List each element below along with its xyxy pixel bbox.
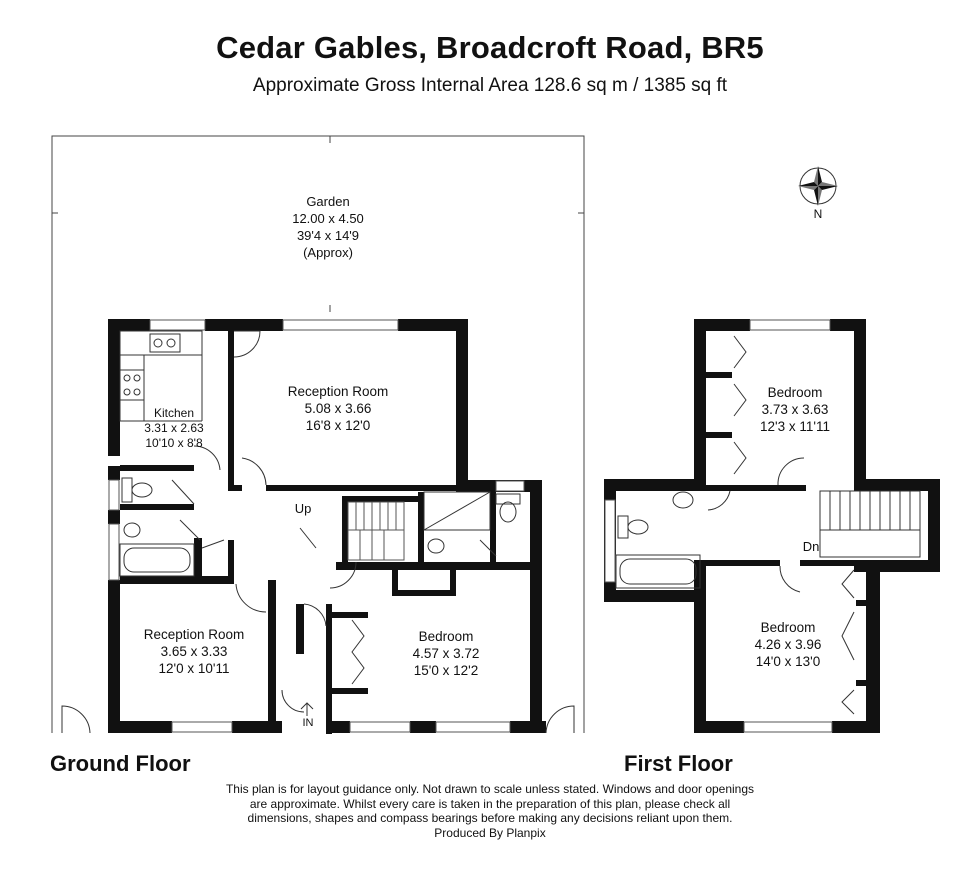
room-bedroom-ground: Bedroom 4.57 x 3.72 15'0 x 12'2	[386, 628, 506, 679]
room-kitchen: Kitchen 3.31 x 2.63 10'10 x 8'8	[120, 406, 228, 451]
room-metric: 3.65 x 3.33	[160, 644, 228, 659]
ground-floor-walls	[108, 319, 546, 734]
room-imperial: 12'0 x 10'11	[158, 661, 230, 676]
ground-floor-windows	[108, 319, 525, 733]
ground-floor-stairs	[347, 501, 405, 561]
room-metric: 4.26 x 3.96	[754, 637, 822, 652]
plan-subtitle: Approximate Gross Internal Area 128.6 sq…	[252, 75, 728, 96]
room-bedroom-first-upper: Bedroom 3.73 x 3.63 12'3 x 11'11	[740, 384, 850, 435]
room-imperial: 16'8 x 12'0	[305, 418, 371, 433]
room-note: (Approx)	[303, 245, 353, 260]
room-bedroom-first-lower: Bedroom 4.26 x 3.96 14'0 x 13'0	[728, 619, 848, 670]
disclaimer-line: dimensions, shapes and compass bearings …	[247, 811, 733, 825]
first-floor-fittings	[615, 490, 921, 589]
room-reception-lower: Reception Room 3.65 x 3.33 12'0 x 10'11	[124, 626, 264, 677]
room-metric: 4.57 x 3.72	[412, 646, 480, 661]
kitchen-fittings	[119, 330, 203, 422]
room-metric: 3.31 x 2.63	[144, 421, 204, 435]
disclaimer: This plan is for layout guidance only. N…	[200, 782, 780, 840]
stairs-up-label: Up	[294, 501, 312, 516]
disclaimer-line: This plan is for layout guidance only. N…	[225, 782, 755, 796]
room-name: Bedroom	[418, 629, 474, 644]
first-floor-windows	[604, 319, 833, 733]
room-imperial: 12'3 x 11'11	[760, 419, 830, 434]
compass-label: N	[813, 207, 823, 221]
room-name: Bedroom	[760, 620, 816, 635]
disclaimer-line: are approximate. Whilst every care is ta…	[249, 796, 731, 811]
ground-floor-doors	[61, 330, 575, 734]
stairs-down-label: Dn	[802, 539, 820, 554]
room-name: Bedroom	[767, 385, 823, 400]
room-reception-upper: Reception Room 5.08 x 3.66 16'8 x 12'0	[268, 383, 408, 434]
room-name: Garden	[306, 194, 350, 209]
producer-credit: Produced By Planpix	[434, 825, 546, 840]
room-imperial: 15'0 x 12'2	[413, 663, 479, 678]
room-imperial: 10'10 x 8'8	[145, 436, 203, 450]
entrance-label: IN	[302, 717, 314, 729]
room-name: Kitchen	[153, 406, 195, 420]
compass-rose-icon	[798, 166, 838, 206]
room-metric: 3.73 x 3.63	[761, 402, 829, 417]
room-name: Reception Room	[143, 627, 245, 642]
room-metric: 12.00 x 4.50	[292, 211, 364, 226]
garden-boundary	[51, 135, 585, 733]
first-floor-doors	[707, 335, 855, 715]
first-floor-label: First Floor	[624, 751, 733, 776]
ground-floor-label: Ground Floor	[50, 751, 191, 776]
ground-floor-sanitary	[119, 477, 521, 577]
garden-dimension-arrows	[52, 136, 584, 312]
room-imperial: 14'0 x 13'0	[755, 654, 821, 669]
room-imperial: 39'4 x 14'9	[296, 228, 360, 243]
entrance-arrow-icon	[300, 702, 314, 716]
plan-title: Cedar Gables, Broadcroft Road, BR5	[216, 30, 764, 65]
room-garden: Garden 12.00 x 4.50 39'4 x 14'9 (Approx)	[248, 193, 408, 261]
room-metric: 5.08 x 3.66	[304, 401, 372, 416]
room-name: Reception Room	[287, 384, 389, 399]
